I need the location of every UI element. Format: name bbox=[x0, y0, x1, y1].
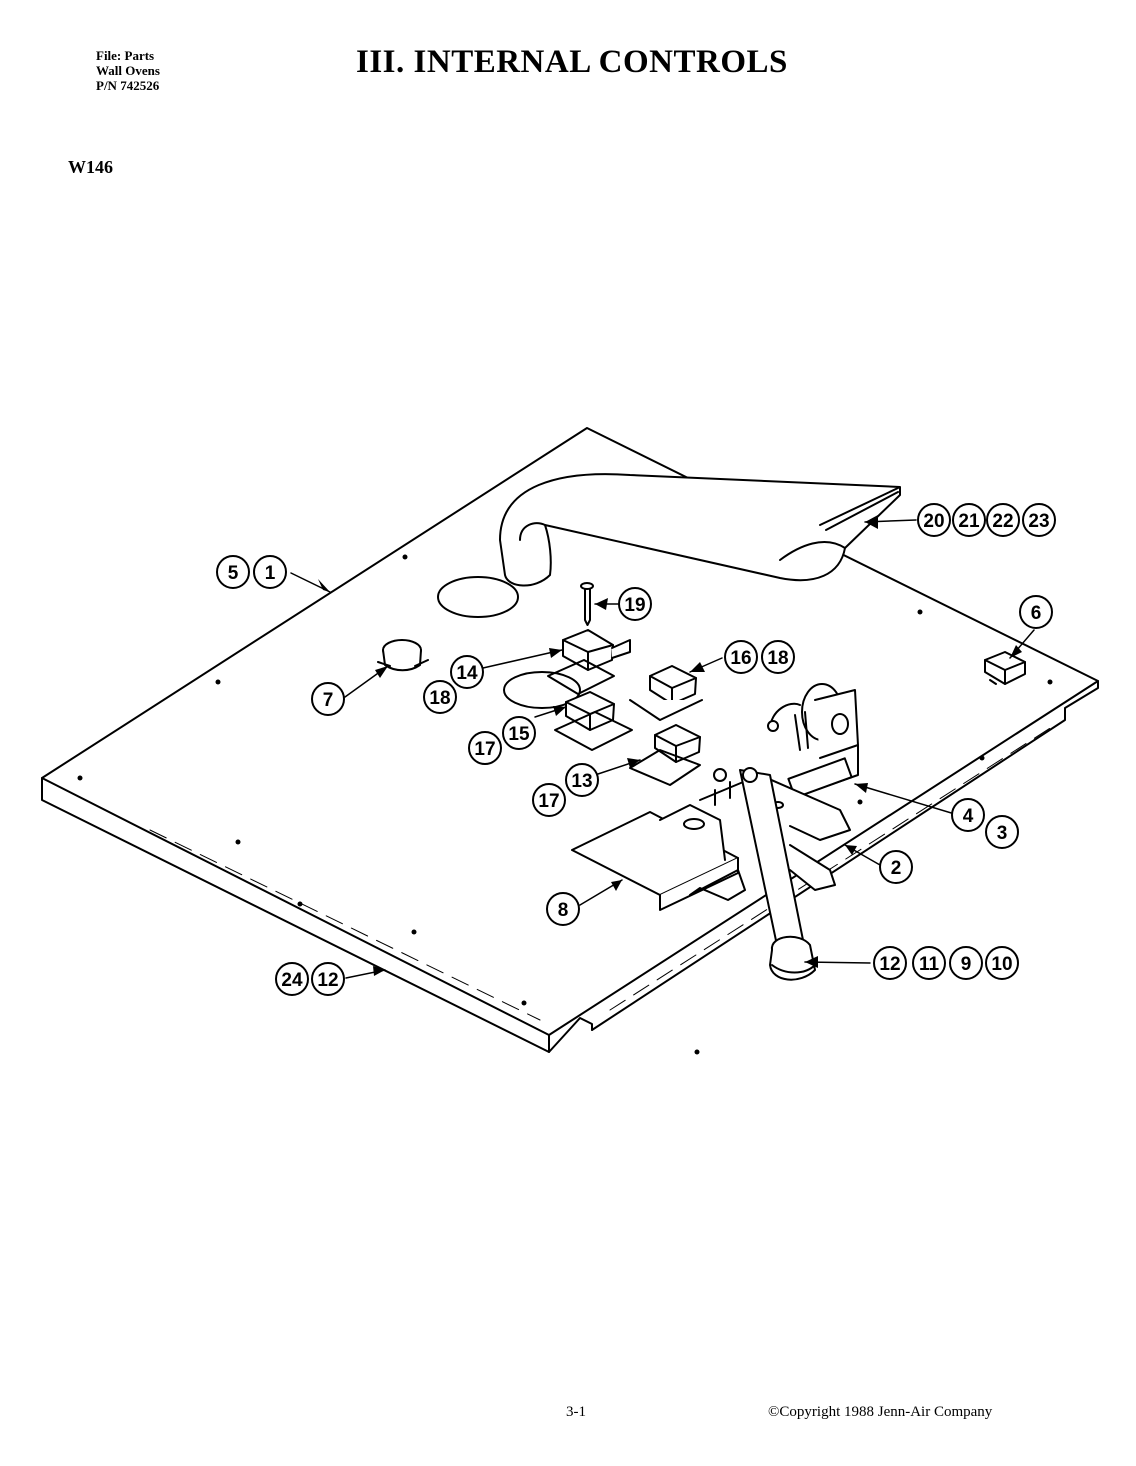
callout-22: 22 bbox=[986, 503, 1020, 537]
thermostat bbox=[377, 639, 429, 672]
file-info: File: Parts Wall Ovens P/N 742526 bbox=[96, 48, 160, 93]
callout-18-left: 18 bbox=[423, 680, 457, 714]
mounting-plate bbox=[41, 427, 1099, 1055]
callout-5: 5 bbox=[216, 555, 250, 589]
callout-17-lower: 17 bbox=[532, 783, 566, 817]
callout-23: 23 bbox=[1022, 503, 1056, 537]
copyright-notice: ©Copyright 1988 Jenn-Air Company bbox=[768, 1404, 993, 1420]
callout-24: 24 bbox=[275, 962, 309, 996]
callout-19: 19 bbox=[618, 587, 652, 621]
svg-text:17: 17 bbox=[538, 791, 559, 812]
callout-12-left: 12 bbox=[311, 962, 345, 996]
callout-9: 9 bbox=[949, 946, 983, 980]
svg-text:5: 5 bbox=[228, 563, 239, 584]
page-number: 3-1 bbox=[566, 1404, 586, 1420]
svg-text:9: 9 bbox=[961, 954, 972, 975]
callout-16: 16 bbox=[724, 640, 758, 674]
callout-11: 11 bbox=[912, 946, 946, 980]
callout-7: 7 bbox=[311, 682, 345, 716]
svg-text:20: 20 bbox=[923, 511, 944, 532]
switch-right-lower bbox=[629, 724, 701, 786]
svg-text:7: 7 bbox=[323, 690, 334, 711]
screw bbox=[580, 582, 594, 626]
svg-text:13: 13 bbox=[571, 771, 592, 792]
callout-8: 8 bbox=[546, 892, 580, 926]
svg-text:1: 1 bbox=[265, 563, 276, 584]
callout-2: 2 bbox=[879, 850, 913, 884]
callout-21: 21 bbox=[952, 503, 986, 537]
callout-20: 20 bbox=[917, 503, 951, 537]
callout-6: 6 bbox=[1019, 595, 1053, 629]
callout-17-upper: 17 bbox=[468, 731, 502, 765]
callout-4: 4 bbox=[951, 798, 985, 832]
terminal-block bbox=[984, 651, 1026, 685]
callout-13: 13 bbox=[565, 763, 599, 797]
svg-text:15: 15 bbox=[508, 724, 530, 745]
callout-15: 15 bbox=[502, 716, 536, 750]
callouts: 5 1 19 20 21 22 23 6 7 14 18 16 18 17 15… bbox=[216, 503, 1056, 996]
svg-text:11: 11 bbox=[919, 954, 940, 975]
latch-handle bbox=[739, 767, 816, 981]
plate-hole-upper bbox=[437, 576, 519, 618]
callout-12-right: 12 bbox=[873, 946, 907, 980]
svg-text:22: 22 bbox=[992, 511, 1013, 532]
air-duct bbox=[499, 473, 901, 587]
svg-text:14: 14 bbox=[456, 663, 478, 684]
callout-10: 10 bbox=[985, 946, 1019, 980]
svg-text:16: 16 bbox=[730, 648, 751, 669]
switch-right-upper bbox=[629, 665, 703, 721]
svg-text:18: 18 bbox=[767, 648, 788, 669]
svg-text:12: 12 bbox=[317, 970, 338, 991]
svg-text:10: 10 bbox=[991, 954, 1012, 975]
svg-text:8: 8 bbox=[558, 900, 569, 921]
svg-text:2: 2 bbox=[891, 858, 902, 879]
product-line: Wall Ovens bbox=[96, 63, 160, 78]
svg-text:12: 12 bbox=[879, 954, 900, 975]
leader-arrowheads bbox=[318, 515, 1022, 976]
callout-3: 3 bbox=[985, 815, 1019, 849]
switch-upper bbox=[547, 629, 631, 695]
svg-text:19: 19 bbox=[624, 595, 645, 616]
file-line: File: Parts bbox=[96, 48, 155, 63]
svg-text:17: 17 bbox=[474, 739, 495, 760]
latch-motor bbox=[767, 683, 859, 799]
model-code: W146 bbox=[68, 157, 113, 177]
svg-text:21: 21 bbox=[958, 511, 980, 532]
callout-1: 1 bbox=[253, 555, 287, 589]
switch-middle bbox=[554, 691, 633, 751]
latch-bracket bbox=[571, 768, 851, 911]
page-title: III. INTERNAL CONTROLS bbox=[356, 44, 788, 80]
callout-18-right: 18 bbox=[761, 640, 795, 674]
svg-text:23: 23 bbox=[1028, 511, 1049, 532]
svg-text:6: 6 bbox=[1031, 603, 1042, 624]
svg-text:18: 18 bbox=[429, 688, 450, 709]
svg-text:24: 24 bbox=[281, 970, 303, 991]
svg-text:3: 3 bbox=[997, 823, 1008, 844]
callout-14: 14 bbox=[450, 655, 484, 689]
plate-hole-lower bbox=[503, 671, 581, 709]
part-number-line: P/N 742526 bbox=[96, 78, 160, 93]
svg-text:4: 4 bbox=[963, 806, 974, 827]
